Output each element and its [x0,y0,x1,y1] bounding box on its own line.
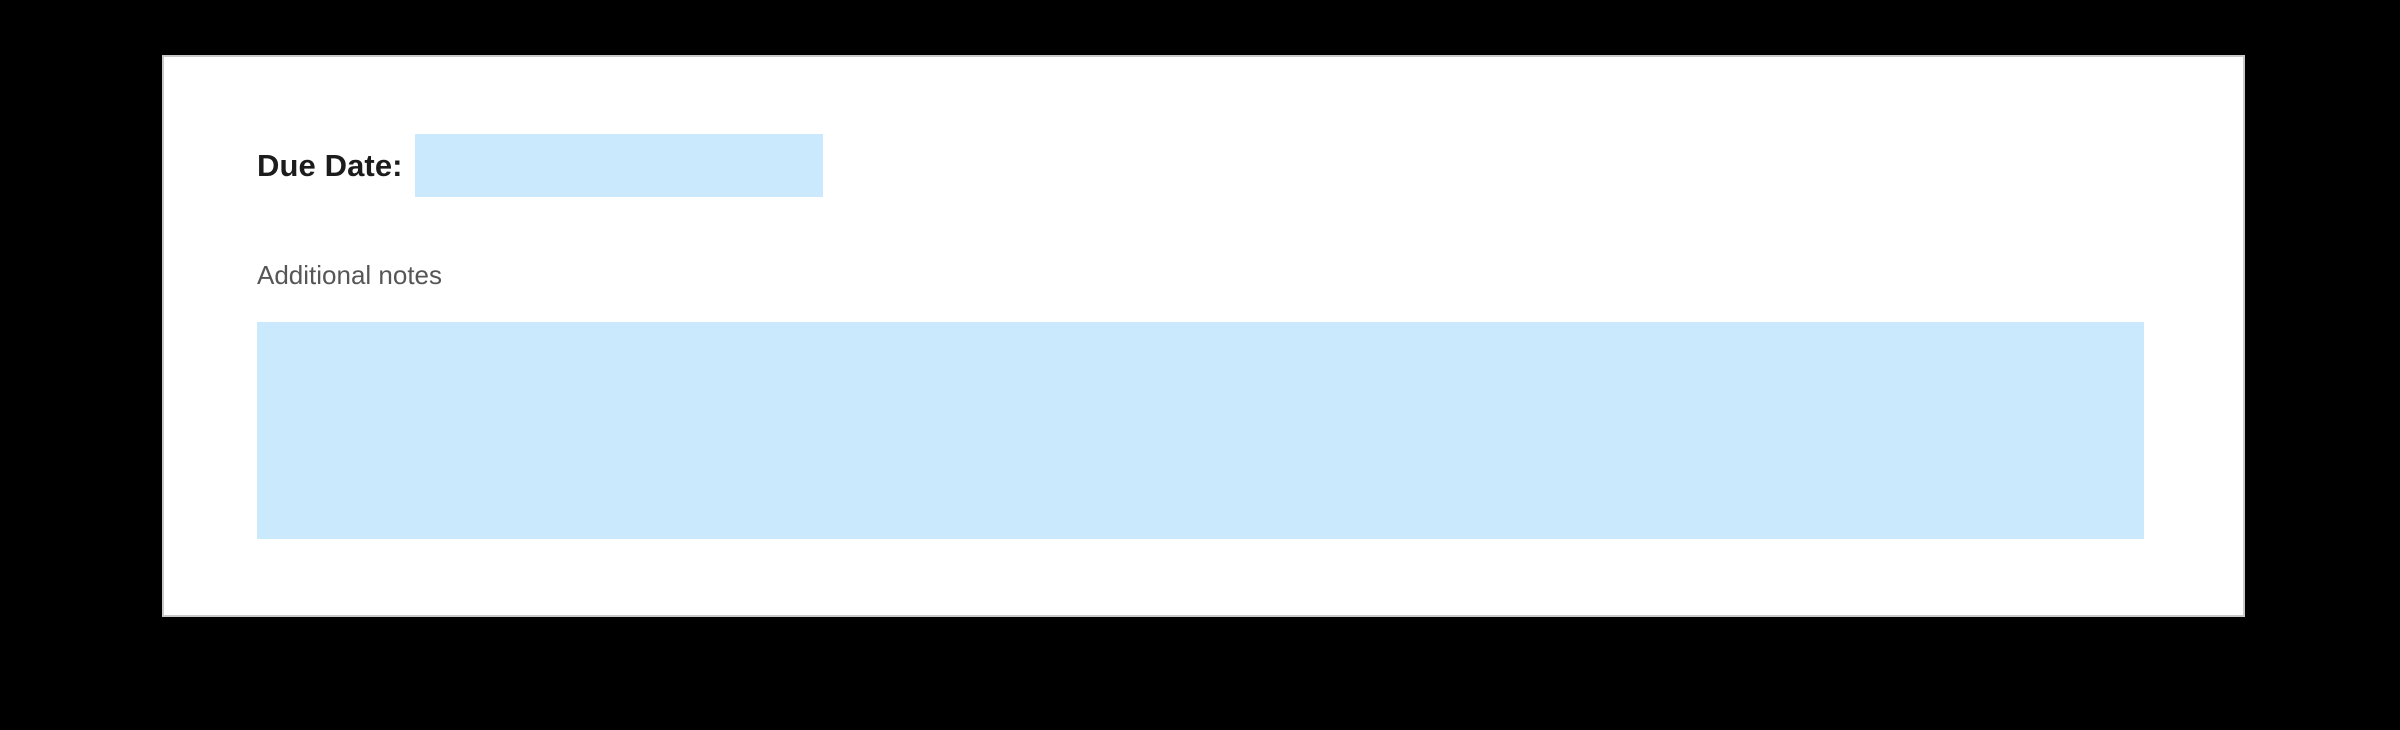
additional-notes-textarea[interactable] [257,322,2144,539]
additional-notes-label: Additional notes [257,260,443,290]
due-date-field-row: Due Date: [257,134,823,197]
due-date-input[interactable] [414,134,823,197]
due-date-label: Due Date: [257,148,403,183]
form-card: Due Date: Additional notes [162,55,2245,617]
